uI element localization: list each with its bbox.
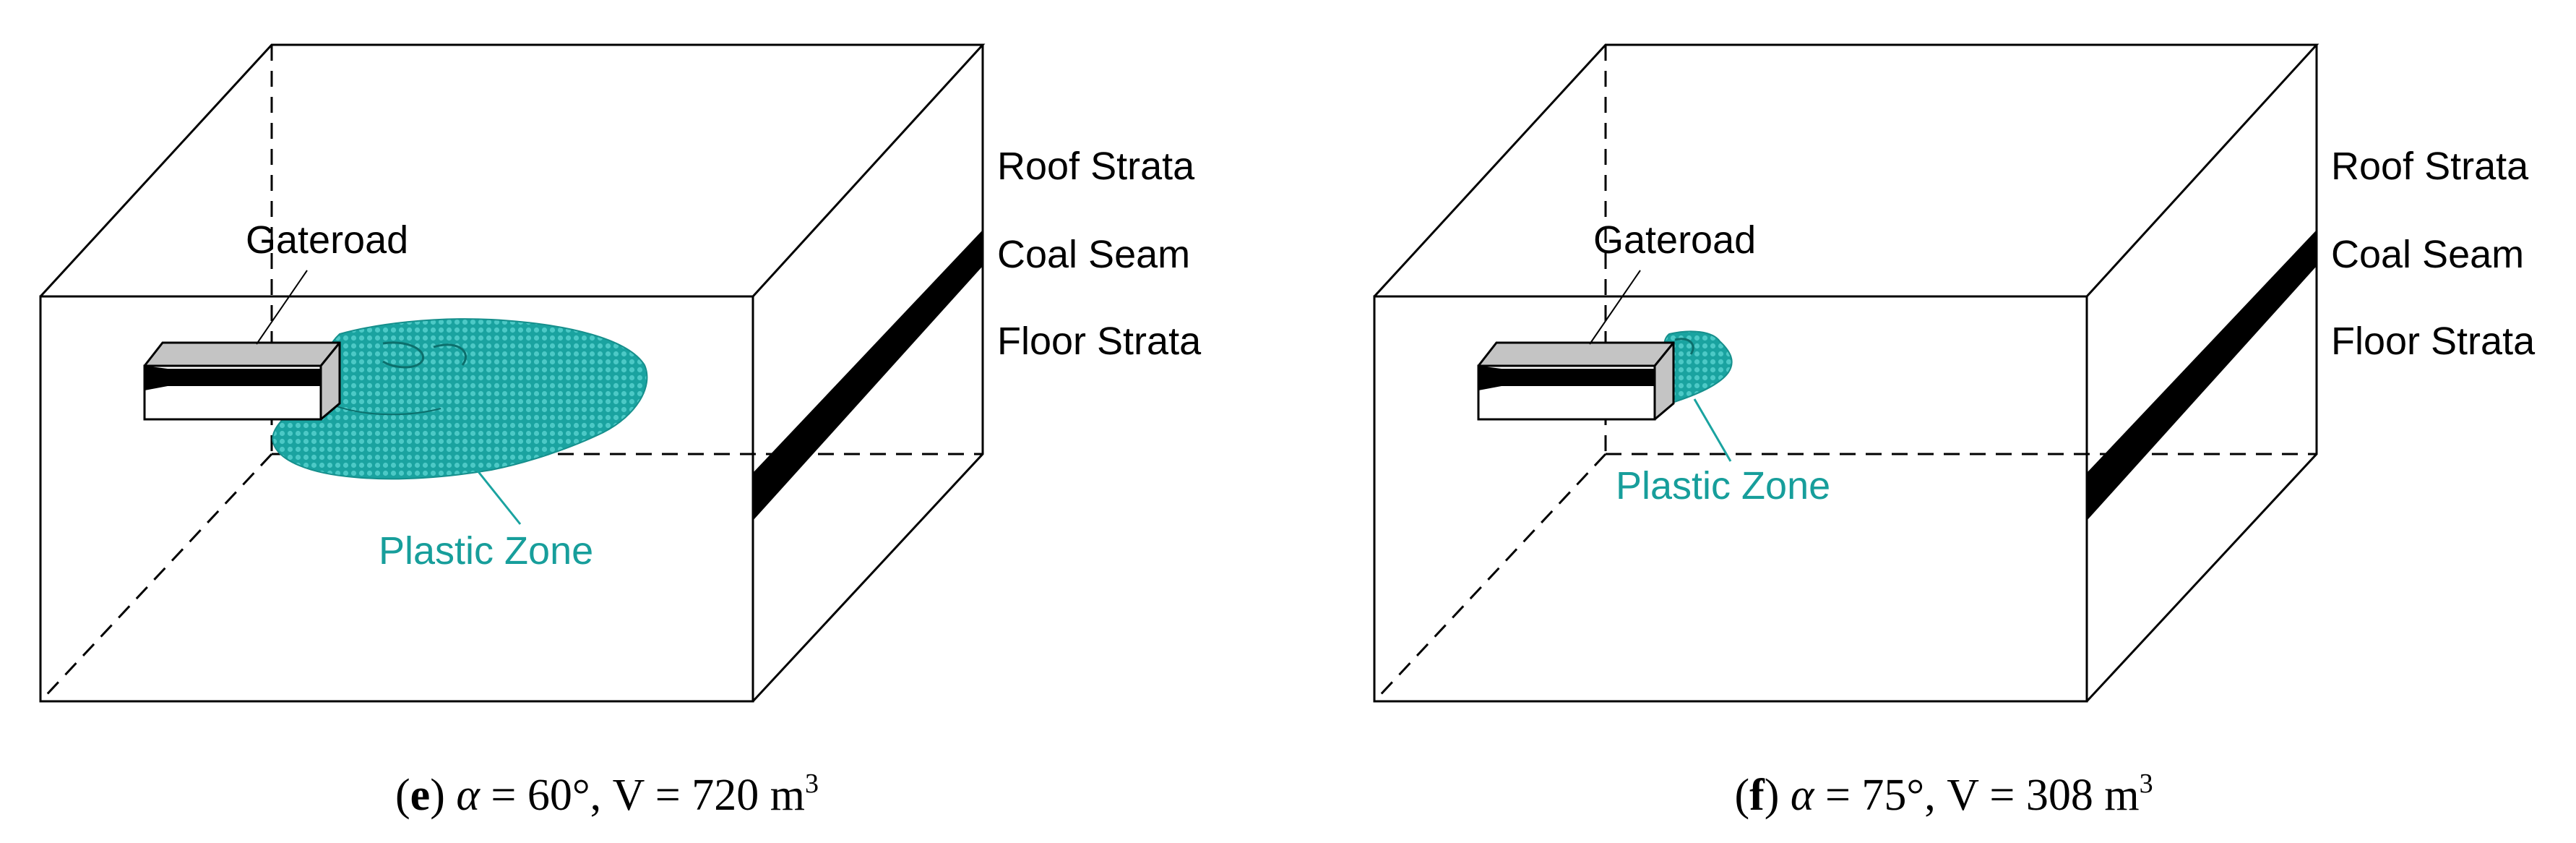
hidden-edge-diagonal	[1373, 453, 1607, 703]
panel-caption: (f) α = 75°, V = 308 m3	[1734, 769, 2153, 820]
floor-strata-label: Floor Strata	[2331, 320, 2536, 363]
plastic-zone-e	[272, 318, 648, 480]
caption-values: = 60°, V = 720 m	[480, 771, 805, 820]
coal-seam-label: Coal Seam	[997, 233, 1190, 276]
gateroad-leader-line	[256, 270, 308, 345]
roof-strata-label: Roof Strata	[2331, 145, 2529, 188]
plastic-zone-leader-line	[475, 469, 522, 525]
roof-strata-label: Roof Strata	[997, 145, 1195, 188]
plastic-zone-leader-line	[1693, 398, 1732, 462]
floor-strata-label: Floor Strata	[997, 320, 1202, 363]
block-top-face	[1373, 43, 2319, 298]
panel-caption: (e) α = 60°, V = 720 m3	[395, 769, 819, 820]
caption-values: = 75°, V = 308 m	[1814, 771, 2139, 820]
coal-seam-band	[753, 230, 983, 521]
caption-alpha: α	[456, 771, 481, 820]
hidden-edge-diagonal	[39, 453, 273, 703]
panel-e: Roof Strata Coal Seam Floor Strata Gater…	[39, 43, 1202, 820]
gateroad-coal-strip	[1502, 369, 1655, 386]
caption-letter: f	[1749, 771, 1765, 820]
gateroad-leader-line	[1589, 270, 1641, 345]
gateroad-label: Gateroad	[246, 218, 408, 262]
caption-alpha: α	[1791, 771, 1815, 820]
gateroad-label: Gateroad	[1593, 218, 1756, 262]
gateroad-f	[1477, 341, 1675, 421]
caption-superscript: 3	[805, 769, 819, 799]
caption-superscript: 3	[2140, 769, 2153, 799]
gateroad-coal-strip	[168, 369, 321, 386]
plastic-zone-label: Plastic Zone	[1616, 464, 1830, 508]
block-top-face	[39, 43, 986, 298]
gateroad-e	[143, 341, 341, 421]
coal-seam-label: Coal Seam	[2331, 233, 2524, 276]
coal-seam-band	[2087, 230, 2317, 521]
plastic-zone-label: Plastic Zone	[379, 529, 593, 573]
panel-f: Roof Strata Coal Seam Floor Strata Gater…	[1373, 43, 2536, 820]
caption-letter: e	[410, 771, 431, 820]
